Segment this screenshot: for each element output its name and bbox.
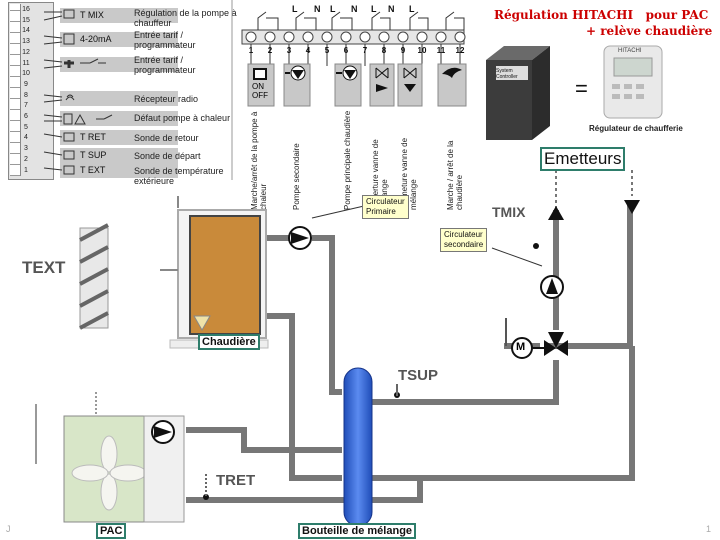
terminal-number: 3 (24, 145, 28, 153)
boiler-regulator-device (603, 45, 663, 119)
top-terminal-number: 10 (417, 46, 427, 55)
tb-desc: Sonde de départ (134, 151, 201, 161)
tb-label: 4-20mA (80, 34, 112, 44)
page-marker-right: 1 (706, 524, 712, 534)
controller-device-text: System Controller (496, 68, 518, 80)
equals-sign: = (575, 76, 588, 101)
terminal-number: 11 (22, 59, 30, 67)
tb-row-text: T EXT (60, 163, 178, 178)
tb-desc: Régulation de la pompe à chauffeur (134, 8, 237, 28)
callout-line: secondaire (444, 240, 484, 249)
terminal-number: 14 (22, 27, 30, 35)
top-terminal-number: 2 (267, 46, 273, 55)
terminal-number: 7 (24, 102, 28, 110)
emetteurs-label: Emetteurs (540, 147, 626, 171)
callout-line: Primaire (366, 207, 396, 216)
title-line-2: + relève chaudière (586, 24, 713, 38)
terminal-number: 6 (24, 113, 28, 120)
terminal-screws (10, 4, 21, 176)
terminal-number: 10 (22, 70, 30, 78)
line-label: L (330, 4, 336, 14)
chaudiere-label: Chaudière (198, 334, 260, 350)
terminal-number: 13 (22, 38, 30, 46)
tb-row-radio (60, 91, 178, 106)
terminal-number: 15 (22, 16, 30, 24)
tb-row-fault (60, 111, 178, 126)
line-label: N (314, 4, 321, 14)
tb-label: T MIX (80, 10, 104, 20)
top-terminal-wiring (241, 11, 467, 107)
tb-row-tret: T RET (60, 130, 178, 145)
tb-desc: Entrée tarif / programmateur (134, 55, 196, 75)
top-terminal-number: 12 (455, 46, 465, 55)
system-controller-box (486, 46, 550, 140)
line-label: N (351, 4, 358, 14)
tb-desc: Récepteur radio (134, 94, 199, 104)
controller-caption: Régulateur de chaufferie (589, 124, 683, 133)
top-terminal-number: 1 (248, 46, 254, 55)
top-terminal-number: 4 (305, 46, 311, 55)
top-terminal-number: 5 (324, 46, 330, 55)
line-label: L (409, 4, 415, 14)
terminal-number: 5 (24, 123, 28, 131)
terminal-wiring (43, 0, 233, 180)
tb-row-tmix: T MIX (60, 8, 178, 23)
controller-brand: HITACHI (618, 48, 642, 54)
line-label: N (388, 4, 395, 14)
tb-label: T RET (80, 132, 106, 142)
tb-desc: Sonde de retour (134, 133, 199, 143)
terminal-number: 8 (24, 91, 28, 99)
top-terminal-number: 6 (343, 46, 349, 55)
tb-row-tsup: T SUP (60, 148, 178, 163)
terminal-number: 1 (24, 166, 28, 174)
top-terminal-number: 8 (381, 46, 387, 55)
page-marker-left: J (6, 524, 11, 534)
bouteille-label: Bouteille de mélange (298, 523, 417, 539)
line-label: L (371, 4, 377, 14)
top-terminal-number: 9 (400, 46, 406, 55)
text-label: TEXT (22, 258, 66, 277)
callout-primary-circulator: Circulateur Primaire (362, 195, 409, 219)
pac-label: PAC (96, 523, 127, 539)
top-terminal-number: 11 (436, 46, 446, 55)
callout-line: Circulateur (444, 230, 483, 239)
tb-label: T SUP (80, 150, 107, 160)
top-terminal-number: 7 (362, 46, 368, 55)
tmix-label: TMIX (492, 204, 526, 220)
tb-row-switch (60, 57, 178, 72)
terminal-number: 9 (24, 80, 28, 88)
tb-label: T EXT (80, 165, 106, 175)
tsup-label: TSUP (398, 367, 439, 384)
callout-line: Circulateur (366, 197, 405, 206)
callout-secondary-circulator: Circulateur secondaire (440, 228, 488, 252)
tb-desc: Défaut pompe à chaleur (134, 113, 231, 123)
tret-label: TRET (216, 472, 256, 489)
title-line-1: Régulation HITACHI pour PAC (494, 8, 709, 22)
line-label: L (292, 4, 298, 14)
motor-label: M (516, 341, 526, 353)
terminal-number: 2 (24, 155, 28, 163)
top-terminal-number: 3 (286, 46, 292, 55)
tb-desc: Entrée tarif / programmateur (134, 30, 196, 50)
tb-row-current: 4-20mA (60, 32, 178, 47)
terminal-number: 12 (22, 48, 30, 56)
terminal-number: 4 (24, 134, 28, 142)
onoff-label: ON OFF (252, 82, 268, 100)
tb-desc: Sonde de température extérieure (134, 166, 224, 186)
terminal-number: 16 (22, 6, 30, 13)
